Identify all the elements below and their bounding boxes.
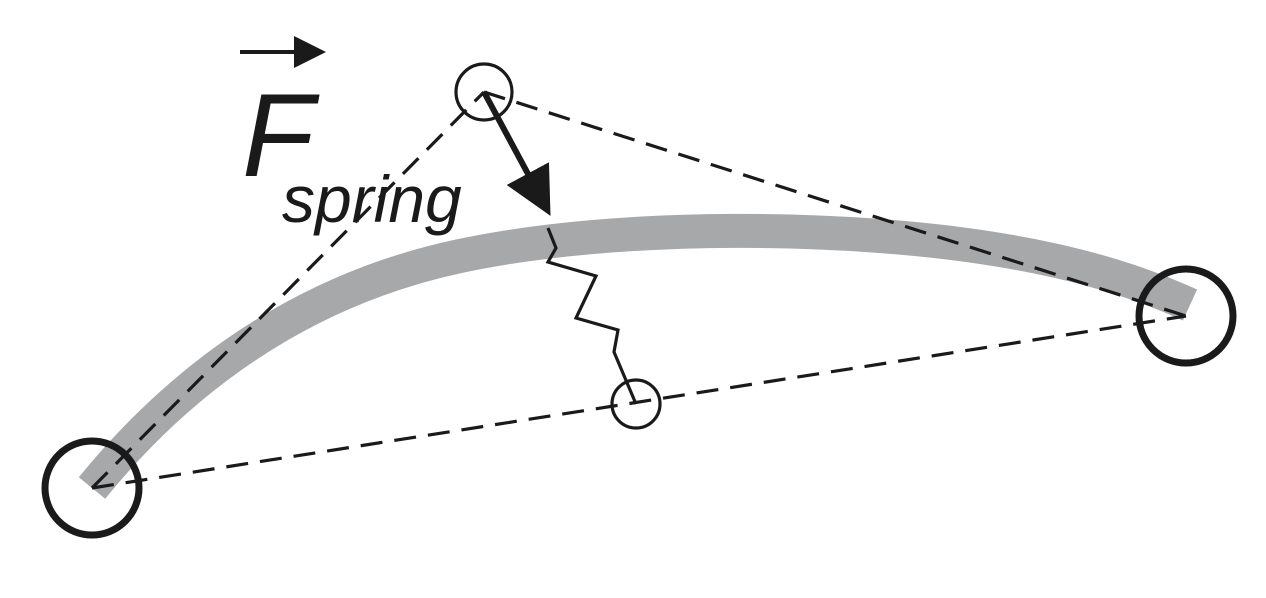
dashed-edge-left-to-top — [90, 90, 486, 490]
spring-zigzag — [545, 227, 638, 405]
dashed-edge-left-to-right — [91, 314, 1187, 490]
curved-beam — [78, 213, 1198, 499]
force-label-main: F — [242, 70, 320, 202]
top-node — [454, 62, 514, 122]
right-node — [1135, 265, 1237, 367]
spring-force-arrow — [481, 90, 551, 216]
dashed-edge-top-to-right — [483, 90, 1187, 318]
spring-anchor-node — [610, 378, 662, 430]
left-node — [41, 437, 143, 539]
force-label-subscript: spring — [282, 162, 462, 236]
